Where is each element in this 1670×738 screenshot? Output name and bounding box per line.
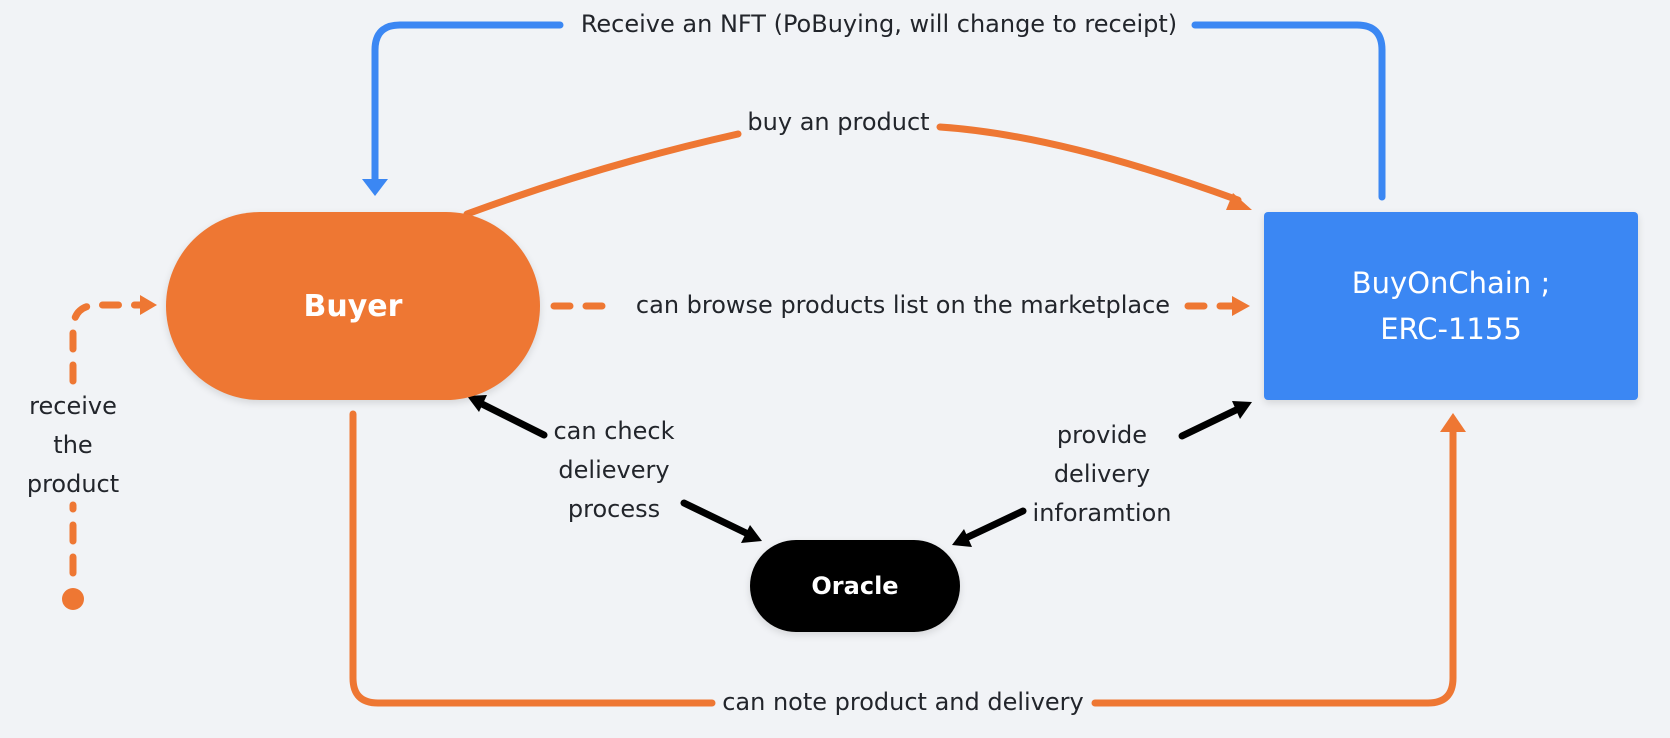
edge-browse-arrowhead [1232,296,1250,316]
edge-provide-delivery-arrowhead-top [1232,401,1252,419]
edge-label-browse-products: can browse products list on the marketpl… [635,291,1171,319]
buyer-node: Buyer [166,212,540,400]
edge-check-delivery-line-top [478,400,548,439]
edge-provide-delivery-line-top [1178,406,1240,440]
buyonchain-node-label: BuyOnChain ; ERC-1155 [1351,266,1551,346]
edge-label-receive-nft: Receive an NFT (PoBuying, will change to… [580,10,1178,38]
oracle-node: Oracle [750,540,960,632]
edge-note-product-arrowhead [1440,413,1466,432]
edge-note-product-line-left [349,410,716,707]
edge-label-buy-product: buy an product [747,108,930,136]
oracle-node-label: Oracle [811,572,899,600]
buyer-node-label: Buyer [303,288,403,324]
edge-buy-product-line-left [463,130,742,218]
edge-note-product-line-right [1091,428,1457,707]
edge-receive-nft-line-right [1191,21,1386,201]
buyonchain-node: BuyOnChain ; ERC-1155 [1264,212,1638,400]
edge-label-check-delivery: can check delievery process [553,417,675,523]
edge-label-provide-delivery: provide delivery inforamtion [1032,421,1172,527]
edge-receive-product-line-top [69,301,144,385]
edge-buy-product-line-right [936,123,1242,204]
edge-receive-nft-line-left [371,21,564,184]
edge-label-receive-product: receive the product [26,392,120,498]
edge-label-note-product: can note product and delivery [722,688,1084,716]
edge-check-delivery-arrowhead-top [467,395,487,412]
edge-receive-product-arrowhead [140,295,157,315]
edge-provide-delivery-arrowhead-bottom [952,529,972,547]
edge-check-delivery-arrowhead-bottom [741,525,762,543]
edge-provide-delivery-line-bottom [964,507,1027,541]
edge-buy-product-arrowhead [1226,193,1252,210]
edge-receive-nft-arrowhead [362,179,388,196]
edge-check-delivery-line-bottom [680,499,750,537]
edge-receive-product-start-dot [62,588,84,610]
